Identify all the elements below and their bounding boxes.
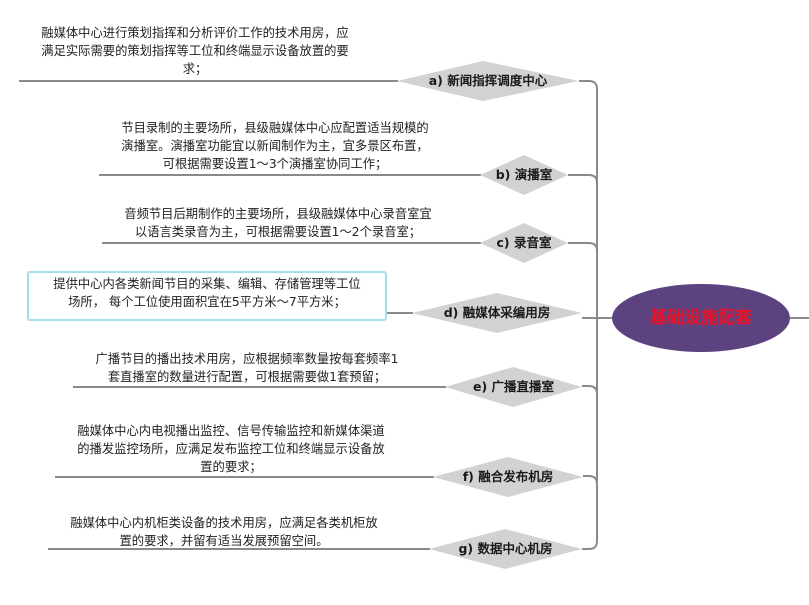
description-line: 置的要求，并留有适当发展预留空间。 (119, 534, 329, 548)
description-line: 融媒体中心进行策划指挥和分析评价工作的技术用房，应 (41, 26, 349, 40)
description-a[interactable]: 融媒体中心进行策划指挥和分析评价工作的技术用房，应 满足实际需要的策划指挥等工位… (20, 24, 370, 78)
description-d-selected[interactable]: 提供中心内各类新闻节目的采集、编辑、存储管理等工位 场所， 每个工位使用面积宜在… (27, 271, 387, 321)
branch-label: d) 融媒体采编用房 (443, 305, 551, 320)
connector-g (582, 540, 598, 550)
hexagon-shape (445, 367, 582, 407)
branch-label: a) 新闻指挥调度中心 (428, 73, 548, 88)
branch-node-g[interactable]: g) 数据中心机房 (429, 529, 582, 569)
description-g[interactable]: 融媒体中心内机柜类设备的技术用房，应满足各类机柜放 置的要求，并留有适当发展预留… (49, 514, 399, 550)
hexagon-shape (397, 61, 579, 101)
description-line: 套直播室的数量进行配置，可根据需要做1套预留； (107, 370, 387, 384)
root-node[interactable]: 基础设施配套 (612, 284, 790, 352)
branch-node-a[interactable]: a) 新闻指挥调度中心 (397, 61, 579, 101)
description-line: 可根据需要设置1～3个演播室协同工作； (162, 157, 388, 171)
description-line: 的播发监控场所，应满足发布监控工位和终端显示设备放 (77, 442, 385, 456)
connector-c (568, 242, 598, 252)
description-line: 演播室。演播室功能宜以新闻制作为主，宜多景区布置， (121, 139, 429, 153)
description-line: 置的要求； (200, 460, 262, 474)
description-line: 节目录制的主要场所，县级融媒体中心应配置适当规模的 (121, 121, 429, 135)
ellipse-shape (612, 284, 790, 352)
hexagon-shape (429, 529, 582, 569)
branch-label: g) 数据中心机房 (458, 541, 553, 556)
connector-b (568, 174, 598, 184)
description-line: 场所， 每个工位使用面积宜在5平方米～7平方米； (68, 295, 346, 309)
connector-e (582, 385, 598, 395)
connector-a (579, 80, 598, 90)
description-line: 音频节目后期制作的主要场所，县级融媒体中心录音室宜 (124, 207, 432, 221)
branch-label: c) 录音室 (496, 235, 552, 250)
branch-label: b) 演播室 (495, 167, 553, 182)
description-c[interactable]: 音频节目后期制作的主要场所，县级融媒体中心录音室宜 以语言类录音为主，可根据需要… (103, 205, 453, 241)
hexagon-shape (480, 223, 568, 263)
branch-label: f) 融合发布机房 (462, 469, 554, 484)
description-e[interactable]: 广播节目的播出技术用房，应根据频率数量按每套频率1 套直播室的数量进行配置，可根… (72, 350, 422, 386)
description-line: 满足实际需要的策划指挥等工位和终端显示设备放置的要 (41, 44, 349, 58)
description-line: 提供中心内各类新闻节目的采集、编辑、存储管理等工位 (53, 277, 361, 291)
connector-f (583, 475, 598, 485)
hexagon-shape (480, 155, 568, 195)
description-line: 以语言类录音为主，可根据需要设置1～2个录音室； (134, 225, 422, 239)
description-line: 融媒体中心内电视播出监控、信号传输监控和新媒体渠道 (77, 424, 385, 438)
branch-node-e[interactable]: e) 广播直播室 (445, 367, 582, 407)
root-label: 基础设施配套 (650, 308, 752, 328)
description-line: 融媒体中心内机柜类设备的技术用房，应满足各类机柜放 (70, 516, 378, 530)
branch-label: e) 广播直播室 (472, 379, 555, 394)
hexagon-shape (433, 457, 583, 497)
description-line: 求； (182, 62, 208, 76)
hexagon-shape (412, 293, 582, 333)
branch-node-b[interactable]: b) 演播室 (480, 155, 568, 195)
branch-node-d[interactable]: d) 融媒体采编用房 (412, 293, 582, 333)
branch-node-c[interactable]: c) 录音室 (480, 223, 568, 263)
description-b[interactable]: 节目录制的主要场所，县级融媒体中心应配置适当规模的 演播室。演播室功能宜以新闻制… (100, 119, 450, 173)
branch-node-f[interactable]: f) 融合发布机房 (433, 457, 583, 497)
description-line: 广播节目的播出技术用房，应根据频率数量按每套频率1 (95, 352, 399, 366)
description-f[interactable]: 融媒体中心内电视播出监控、信号传输监控和新媒体渠道 的播发监控场所，应满足发布监… (56, 422, 406, 476)
